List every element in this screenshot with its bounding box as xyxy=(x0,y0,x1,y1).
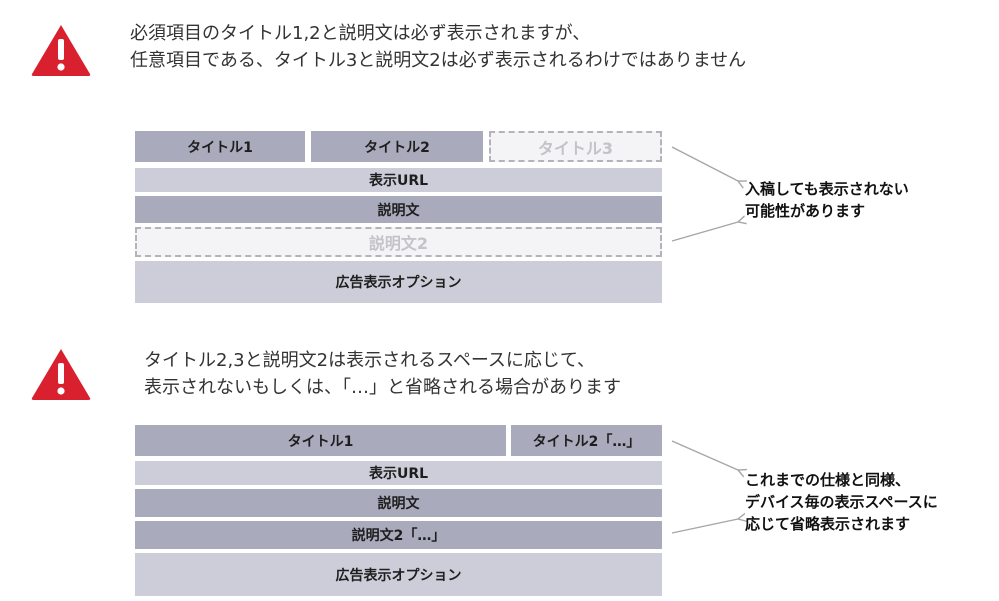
section1-note: 必須項目のタイトル1,2と説明文は必ず表示されますが、 任意項目である、タイトル… xyxy=(130,20,746,74)
title3-box-optional: タイトル3 xyxy=(489,131,662,162)
title1-box: タイトル1 xyxy=(135,425,506,456)
display-url-box: 表示URL xyxy=(135,461,662,485)
display-url-box: 表示URL xyxy=(135,168,662,192)
ad-options-box: 広告表示オプション xyxy=(135,261,662,303)
callout-line: これまでの仕様と同様、 xyxy=(745,471,911,489)
arrow-to-title3 xyxy=(671,146,738,181)
callout-line: 入稿しても表示されない xyxy=(745,180,909,198)
callout-line: デバイス毎の表示スペースに xyxy=(745,493,938,511)
title1-box: タイトル1 xyxy=(135,131,305,162)
title2-box: タイトル2 xyxy=(311,131,483,162)
callout-line: 可能性があります xyxy=(745,202,866,220)
ad-options-box: 広告表示オプション xyxy=(135,553,662,596)
note-line: 必須項目のタイトル1,2と説明文は必ず表示されますが、 xyxy=(130,23,591,44)
arrow-to-description2 xyxy=(671,222,738,242)
warning-icon xyxy=(29,346,93,402)
note-line: 表示されないもしくは、「…」と省略される場合があります xyxy=(144,377,621,398)
arrow-to-description2-truncated xyxy=(671,519,738,534)
description2-truncated-box: 説明文2「…」 xyxy=(135,521,662,549)
section2-callout: これまでの仕様と同様、 デバイス毎の表示スペースに 応じて省略表示されます xyxy=(745,469,938,535)
title2-truncated-box: タイトル2「…」 xyxy=(511,425,662,456)
callout-line: 応じて省略表示されます xyxy=(745,515,911,533)
description-box: 説明文 xyxy=(135,489,662,517)
note-line: 任意項目である、タイトル3と説明文2は必ず表示されるわけではありません xyxy=(130,50,747,71)
description-box: 説明文 xyxy=(135,196,662,223)
arrow-to-title2-truncated xyxy=(671,440,738,470)
section2-note: タイトル2,3と説明文2は表示されるスペースに応じて、 表示されないもしくは、「… xyxy=(144,347,621,401)
note-line: タイトル2,3と説明文2は表示されるスペースに応じて、 xyxy=(144,350,596,371)
warning-icon xyxy=(29,22,93,78)
section1-callout: 入稿しても表示されない 可能性があります xyxy=(745,178,909,222)
description2-box-optional: 説明文2 xyxy=(135,227,662,257)
